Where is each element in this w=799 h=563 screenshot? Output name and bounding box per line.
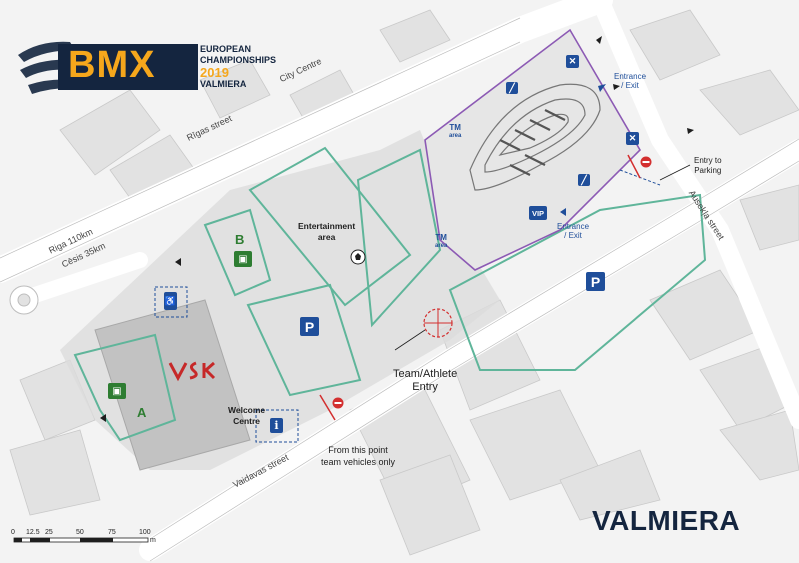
scale-unit: m: [150, 537, 156, 544]
accessibility-icon: ♿: [164, 292, 177, 310]
logo-city: VALMIERA: [200, 79, 247, 89]
scale-tick-25: 25: [45, 529, 53, 536]
label-team-vehicles-only: From this point team vehicles only: [321, 445, 396, 467]
label-team-athlete-entry: Team/Athlete Entry: [393, 368, 458, 393]
label-zone-b: B: [235, 232, 245, 247]
bmx-logo-text: EUROPEAN CHAMPIONSHIPS 2019 VALMIERA: [200, 44, 276, 90]
label-entry-to-parking: Entry to Parking: [694, 156, 722, 175]
scale-tick-75: 75: [108, 529, 116, 536]
track-area: [424, 28, 642, 271]
info-icon: i: [270, 418, 283, 433]
bmx-brand: BMX: [68, 44, 156, 86]
label-entrance-exit-south: Entrance / Exit: [557, 222, 590, 240]
tm-area-south: TM area: [435, 233, 448, 250]
venue-areas: [73, 146, 707, 442]
race-track: [469, 83, 601, 191]
scale-tick-50: 50: [76, 529, 84, 536]
bmx-championship-logo: BMX EUROPEAN CHAMPIONSHIPS 2019 VALMIERA: [10, 30, 276, 102]
parking-sign-central: P: [300, 317, 319, 336]
soccer-ball-icon: [350, 249, 366, 265]
scale-bar: [13, 537, 149, 543]
wheelchair-icon-south: ╱: [578, 174, 590, 186]
arena-logo: [168, 361, 216, 382]
parking-sign-east: P: [586, 272, 605, 291]
scale-tick-100: 100: [139, 529, 151, 536]
scale-tick-0: 0: [11, 529, 15, 536]
camper-icon-a: ▣: [108, 383, 126, 399]
camper-icon-b: ▣: [234, 251, 252, 267]
food-icon-east: ✕: [626, 132, 639, 145]
label-entrance-exit-north: Entrance / Exit: [614, 72, 647, 90]
direction-arrows: [100, 36, 694, 422]
label-entertainment-area: Entertainment area: [298, 221, 356, 242]
valmiera-logo: VALMIERA: [592, 505, 741, 536]
food-icon: ✕: [566, 55, 579, 68]
logo-year: 2019: [200, 65, 229, 80]
vip-sign: VIP: [529, 206, 547, 220]
scale-tick-12-5: 12.5: [26, 529, 40, 536]
no-entry-signs: [332, 156, 652, 409]
logo-line2: CHAMPIONSHIPS: [200, 55, 277, 65]
label-zone-a: A: [137, 405, 147, 420]
track-rollers: [499, 109, 566, 176]
wheelchair-icon: ╱: [506, 82, 518, 94]
logo-line1: EUROPEAN: [200, 44, 252, 54]
label-welcome-centre: Welcome Centre: [228, 405, 266, 426]
bmx-logo-box: [58, 44, 198, 90]
tm-area-north: TM area: [449, 123, 462, 140]
